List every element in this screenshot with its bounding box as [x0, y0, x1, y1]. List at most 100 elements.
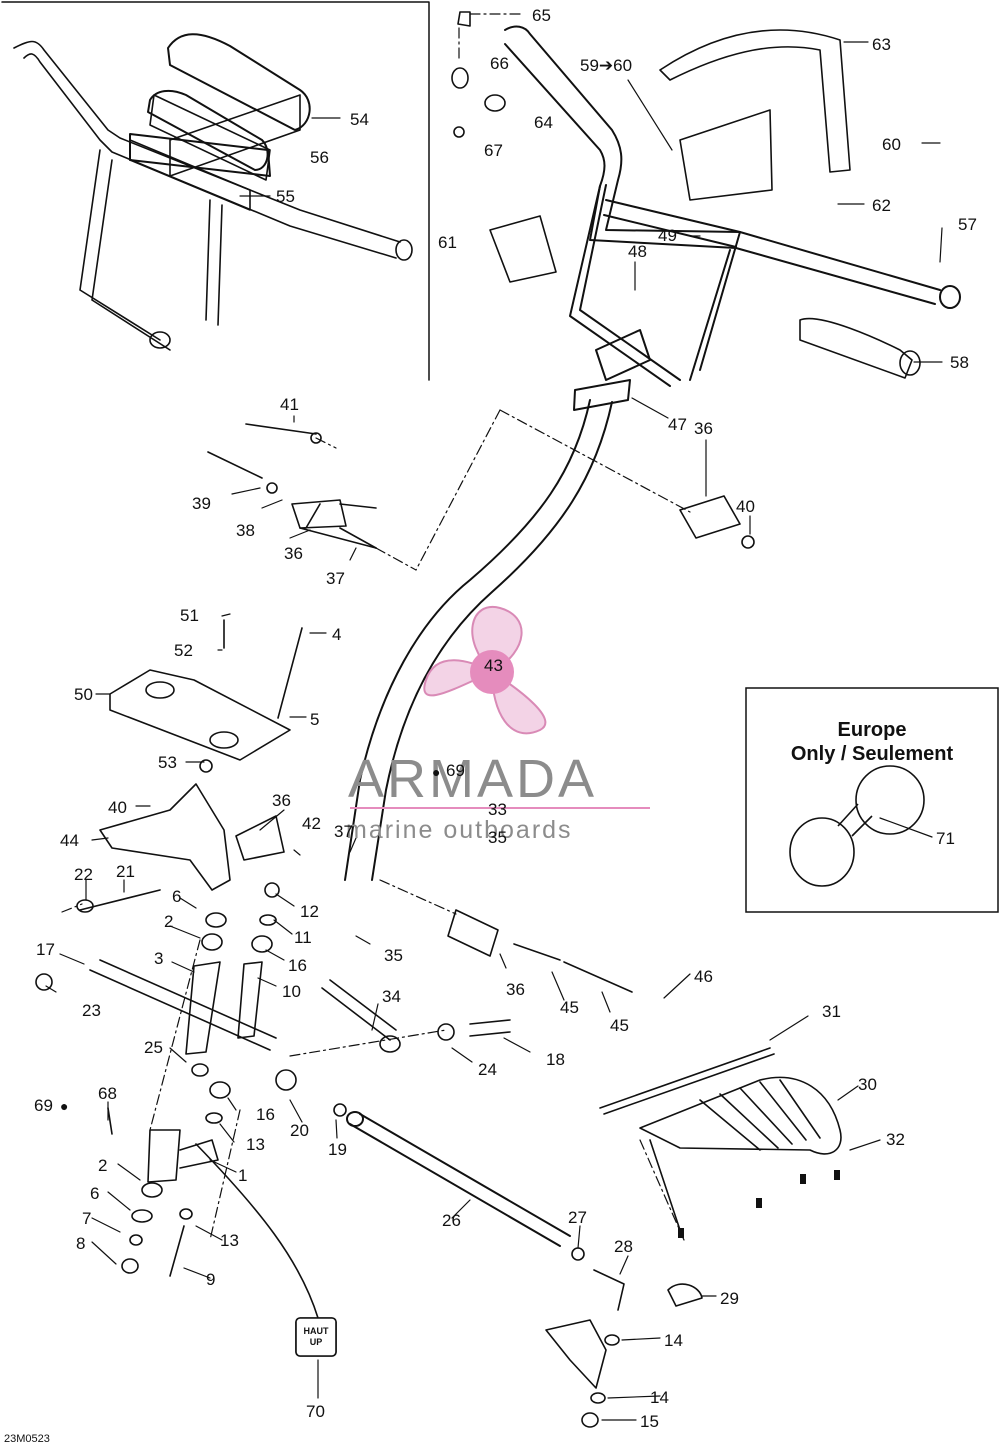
callout-63: 63	[872, 35, 891, 54]
callout-43: 43	[484, 656, 503, 675]
callout-9: 9	[206, 1270, 216, 1289]
callout-68: 68	[98, 1084, 117, 1103]
callout-56: 56	[310, 148, 329, 167]
alignment-lines	[61, 13, 691, 1241]
callout-46: 46	[694, 967, 713, 986]
callout-61: 61	[438, 233, 457, 252]
callout-65: 65	[532, 6, 551, 25]
callout-45a: 45	[560, 998, 579, 1017]
callout-53: 53	[158, 753, 177, 772]
callout-3: 3	[154, 949, 164, 968]
callout-37a: 37	[326, 569, 345, 588]
callout-55: 55	[276, 187, 295, 206]
callout-69a: 69	[446, 761, 465, 780]
callout-28: 28	[614, 1237, 633, 1256]
callout-35a: 35	[488, 828, 507, 847]
callout-16a: 16	[288, 956, 307, 975]
callout-7: 7	[82, 1209, 92, 1228]
oil-drop-icon: ●	[432, 764, 441, 780]
hardware-group	[35, 11, 921, 1428]
inset-frame-handlebar	[1, 1, 430, 381]
callout-20: 20	[290, 1121, 309, 1140]
callout-37b: 37	[334, 822, 353, 841]
watermark-tagline: marine outboards	[346, 816, 573, 844]
oil-drop-icon: ●	[60, 1098, 69, 1114]
inset-title-line2: Only / Seulement	[790, 743, 954, 765]
callout-17: 17	[36, 940, 55, 959]
callout-69b: 69	[34, 1096, 53, 1115]
europe-inset	[745, 687, 999, 913]
callout-60: 60	[882, 135, 901, 154]
callout-48: 48	[628, 242, 647, 261]
callout-50: 50	[74, 685, 93, 704]
callout-64: 64	[534, 113, 553, 132]
callout-14b: 14	[650, 1388, 669, 1407]
callout-25: 25	[144, 1038, 163, 1057]
callout-10: 10	[282, 982, 301, 1001]
callout-45b: 45	[610, 1016, 629, 1035]
callout-5: 5	[310, 710, 320, 729]
callout-35b: 35	[384, 946, 403, 965]
steering-column-43	[344, 329, 651, 881]
pad-54	[129, 33, 311, 177]
callout-36c: 36	[272, 791, 291, 810]
callout-34: 34	[382, 987, 401, 1006]
callout-33: 33	[488, 800, 507, 819]
callout-18: 18	[546, 1050, 565, 1069]
drawing-code: 23M0523	[4, 1433, 50, 1445]
callout-67: 67	[484, 141, 503, 160]
callout-51: 51	[180, 606, 199, 625]
callout-59-60: 59➔60	[580, 56, 633, 75]
main-handlebar	[504, 25, 961, 387]
callout-62: 62	[872, 196, 891, 215]
callout-26: 26	[442, 1211, 461, 1230]
callout-58: 58	[950, 353, 969, 372]
callout-36a: 36	[694, 419, 713, 438]
callout-36d: 36	[506, 980, 525, 999]
callout-11: 11	[294, 928, 312, 947]
callout-2b: 2	[98, 1156, 108, 1175]
callout-38: 38	[236, 521, 255, 540]
callout-36b: 36	[284, 544, 303, 563]
callout-15: 15	[640, 1412, 659, 1431]
sticker-text: HAUT UP	[296, 1326, 336, 1348]
sticker-70	[295, 1317, 337, 1357]
watermark-brand: ARMADA	[348, 749, 598, 809]
callout-29: 29	[720, 1289, 739, 1308]
callout-40a: 40	[736, 497, 755, 516]
callout-16b: 16	[256, 1105, 275, 1124]
callout-66: 66	[490, 54, 509, 73]
callout-22: 22	[74, 865, 93, 884]
callout-27: 27	[568, 1208, 587, 1227]
callout-44: 44	[60, 831, 79, 850]
callout-70: 70	[306, 1402, 325, 1421]
callout-19: 19	[328, 1140, 347, 1159]
callout-42: 42	[302, 814, 321, 833]
callout-57: 57	[958, 215, 977, 234]
callout-13a: 13	[246, 1135, 265, 1154]
callout-54: 54	[350, 110, 369, 129]
callout-21: 21	[116, 862, 135, 881]
inset-title: Europe Only / Seulement	[746, 718, 998, 766]
callout-41: 41	[280, 395, 299, 414]
leader-lines	[45, 41, 943, 1421]
callout-24: 24	[478, 1060, 497, 1079]
callout-8: 8	[76, 1234, 86, 1253]
linkage-26	[346, 1111, 571, 1247]
callout-30: 30	[858, 1075, 877, 1094]
callout-2a: 2	[164, 912, 174, 931]
callout-31: 31	[822, 1002, 841, 1021]
callout-1: 1	[238, 1166, 248, 1185]
callout-14a: 14	[664, 1331, 683, 1350]
callout-49: 49	[658, 226, 677, 245]
callout-6b: 6	[90, 1184, 100, 1203]
callout-52: 52	[174, 641, 193, 660]
horn-71	[789, 765, 925, 887]
armada-logo	[350, 605, 650, 809]
callout-47: 47	[668, 415, 687, 434]
callout-23: 23	[82, 1001, 101, 1020]
hardware-small-fills	[678, 1170, 840, 1238]
callout-13b: 13	[220, 1231, 239, 1250]
